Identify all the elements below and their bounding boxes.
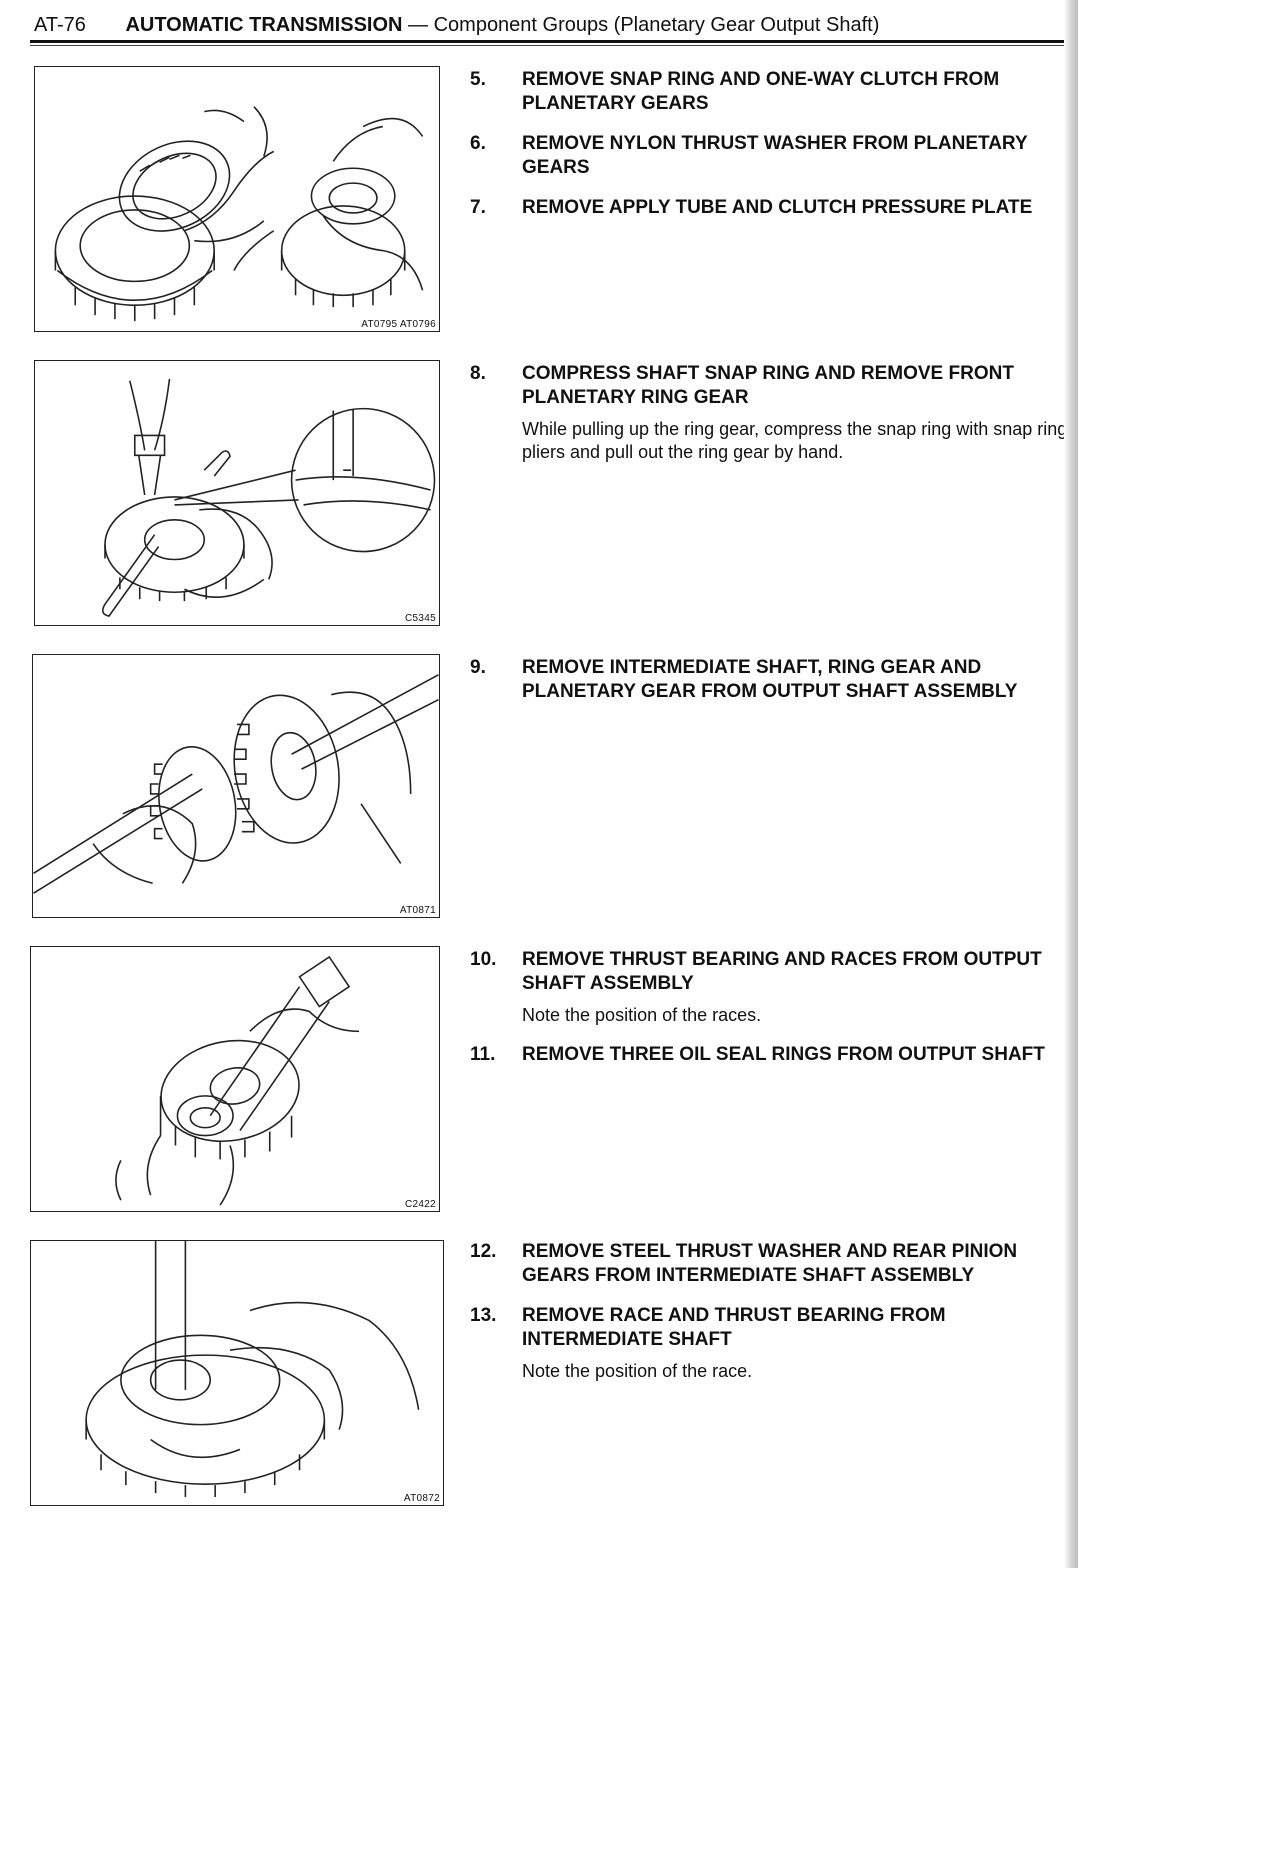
steps-group-5: 12. REMOVE STEEL THRUST WASHER AND REAR … <box>470 1240 1070 1399</box>
step-number: 12. <box>470 1241 497 1262</box>
step-text: COMPRESS SHAFT SNAP RING AND REMOVE FRON… <box>522 363 1014 408</box>
step-text: REMOVE THREE OIL SEAL RINGS FROM OUTPUT … <box>522 1044 1045 1065</box>
illustration-one-way-clutch <box>54 106 424 322</box>
step-item: 6. REMOVE NYLON THRUST WASHER FROM PLANE… <box>470 132 1070 180</box>
step-item: 13. REMOVE RACE AND THRUST BEARING FROM … <box>470 1304 1070 1383</box>
header-rule-thin <box>30 45 1070 46</box>
step-text: REMOVE INTERMEDIATE SHAFT, RING GEAR AND… <box>522 657 1018 702</box>
step-number: 13. <box>470 1305 497 1326</box>
step-number: 6. <box>470 133 486 154</box>
figure-steel-thrust-washer: AT0872 <box>30 1240 444 1506</box>
step-number: 9. <box>470 657 486 678</box>
step-text: REMOVE RACE AND THRUST BEARING FROM INTE… <box>522 1305 946 1350</box>
figure-code: C2422 <box>405 1199 436 1210</box>
page-number: AT-76 <box>34 14 86 36</box>
step-item: 11. REMOVE THREE OIL SEAL RINGS FROM OUT… <box>470 1043 1070 1067</box>
step-item: 8. COMPRESS SHAFT SNAP RING AND REMOVE F… <box>470 362 1070 464</box>
step-item: 12. REMOVE STEEL THRUST WASHER AND REAR … <box>470 1240 1070 1288</box>
step-number: 5. <box>470 69 486 90</box>
illustration-output-shaft <box>115 955 360 1206</box>
step-text: REMOVE APPLY TUBE AND CLUTCH PRESSURE PL… <box>522 197 1033 218</box>
step-item: 7. REMOVE APPLY TUBE AND CLUTCH PRESSURE… <box>470 196 1070 220</box>
step-number: 11. <box>470 1044 496 1065</box>
page-header: AT-76 AUTOMATIC TRANSMISSION — Component… <box>34 10 1068 40</box>
step-item: 9. REMOVE INTERMEDIATE SHAFT, RING GEAR … <box>470 656 1070 704</box>
step-number: 10. <box>470 949 497 970</box>
step-text: REMOVE NYLON THRUST WASHER FROM PLANETAR… <box>522 133 1028 178</box>
figure-snap-ring-one-way-clutch: AT0795 AT0796 <box>34 66 440 332</box>
step-number: 8. <box>470 363 486 384</box>
step-number: 7. <box>470 197 486 218</box>
figure-code: AT0872 <box>403 1493 440 1504</box>
section-title: AUTOMATIC TRANSMISSION <box>125 14 403 36</box>
section-subtitle: — Component Groups (Planetary Gear Outpu… <box>408 14 880 36</box>
steps-group-4: 10. REMOVE THRUST BEARING AND RACES FROM… <box>470 948 1070 1083</box>
figure-remove-intermediate-shaft: AT0871 <box>32 654 440 918</box>
steps-group-3: 9. REMOVE INTERMEDIATE SHAFT, RING GEAR … <box>470 656 1070 720</box>
steps-group-1: 5. REMOVE SNAP RING AND ONE-WAY CLUTCH F… <box>470 68 1070 236</box>
figure-code: AT0871 <box>399 905 436 916</box>
step-text: REMOVE STEEL THRUST WASHER AND REAR PINI… <box>522 1241 1018 1286</box>
illustration-snap-ring-pliers <box>101 378 436 617</box>
step-note: Note the position of the races. <box>522 1005 762 1025</box>
figure-thrust-bearing-races: C2422 <box>30 946 440 1212</box>
figure-code: C5345 <box>405 613 436 624</box>
step-text: REMOVE SNAP RING AND ONE-WAY CLUTCH FROM… <box>522 69 1000 114</box>
step-note: While pulling up the ring gear, compress… <box>522 419 1068 462</box>
illustration-intermediate-shaft-assembly <box>85 1241 420 1498</box>
figure-code: AT0795 AT0796 <box>361 319 436 330</box>
steps-group-2: 8. COMPRESS SHAFT SNAP RING AND REMOVE F… <box>470 362 1070 480</box>
step-item: 10. REMOVE THRUST BEARING AND RACES FROM… <box>470 948 1070 1027</box>
step-item: 5. REMOVE SNAP RING AND ONE-WAY CLUTCH F… <box>470 68 1070 116</box>
step-note: Note the position of the race. <box>522 1361 753 1381</box>
figure-compress-snap-ring: C5345 <box>34 360 440 626</box>
step-text: REMOVE THRUST BEARING AND RACES FROM OUT… <box>522 949 1042 994</box>
page-edge-shadow <box>1064 0 1078 1568</box>
illustration-intermediate-shaft <box>33 674 439 894</box>
header-rule <box>30 40 1070 43</box>
